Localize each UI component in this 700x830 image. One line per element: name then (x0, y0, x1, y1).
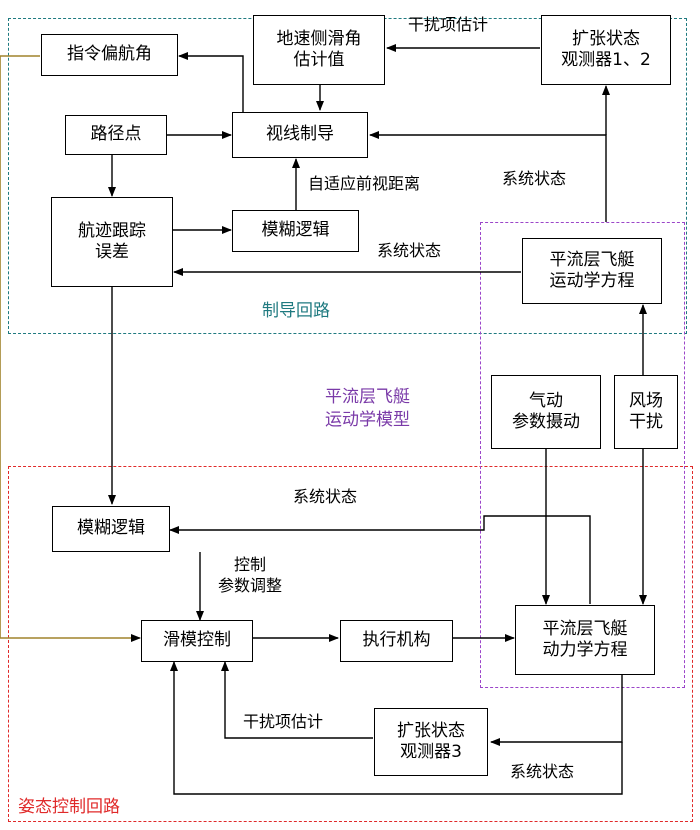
arrow-dynamics-to-eso3 (490, 675, 623, 746)
airship-model-region (480, 222, 685, 688)
arrow-feedback-to-sliding (170, 661, 623, 795)
arrow-state-to-fuzzy-bottom (169, 515, 591, 604)
attitude-control-region (8, 466, 693, 822)
command-heading-block: 指令偏航角 (41, 34, 178, 76)
system-state-label-attitude: 系统状态 (293, 487, 358, 506)
dynamics-block: 平流层飞艇 动力学方程 (515, 605, 655, 675)
kinematics-block: 平流层飞艇 运动学方程 (522, 238, 662, 304)
arrow-heading-to-sliding (0, 55, 141, 642)
system-state-label-mid: 系统状态 (377, 241, 442, 260)
ground-sideslip-estimate-block: 地速侧滑角 估计值 (253, 15, 385, 85)
guidance-loop-title: 制导回路 (262, 301, 330, 321)
track-error-block: 航迹跟踪 误差 (51, 197, 173, 287)
attitude-loop-title: 姿态控制回路 (18, 797, 120, 817)
actuator-block: 执行机构 (340, 620, 453, 662)
arrow-eso3-to-sliding (221, 661, 373, 739)
sliding-mode-control-block: 滑模控制 (141, 620, 253, 662)
control-parameter-tuning-label: 控制 参数调整 (218, 555, 283, 595)
disturbance-estimate-label-top: 干扰项估计 (408, 15, 489, 34)
arrow-los-to-heading (178, 52, 244, 112)
los-guidance-block: 视线制导 (232, 112, 368, 158)
system-state-label-right: 系统状态 (502, 169, 567, 188)
eso-1-2-block: 扩张状态 观测器1、2 (541, 15, 671, 85)
adaptive-lookahead-label: 自适应前视距离 (308, 174, 421, 193)
eso-3-block: 扩张状态 观测器3 (374, 708, 488, 776)
waypoint-block: 路径点 (65, 115, 167, 155)
system-state-label-bottom: 系统状态 (510, 762, 575, 781)
airship-model-title: 平流层飞艇 运动学模型 (325, 387, 410, 430)
wind-disturbance-block: 风场 干扰 (614, 375, 678, 449)
disturbance-estimate-label-bottom: 干扰项估计 (243, 712, 324, 731)
fuzzy-logic-bottom-block: 模糊逻辑 (52, 506, 170, 552)
aero-perturbation-block: 气动 参数摄动 (491, 375, 601, 449)
fuzzy-logic-top-block: 模糊逻辑 (232, 210, 359, 252)
